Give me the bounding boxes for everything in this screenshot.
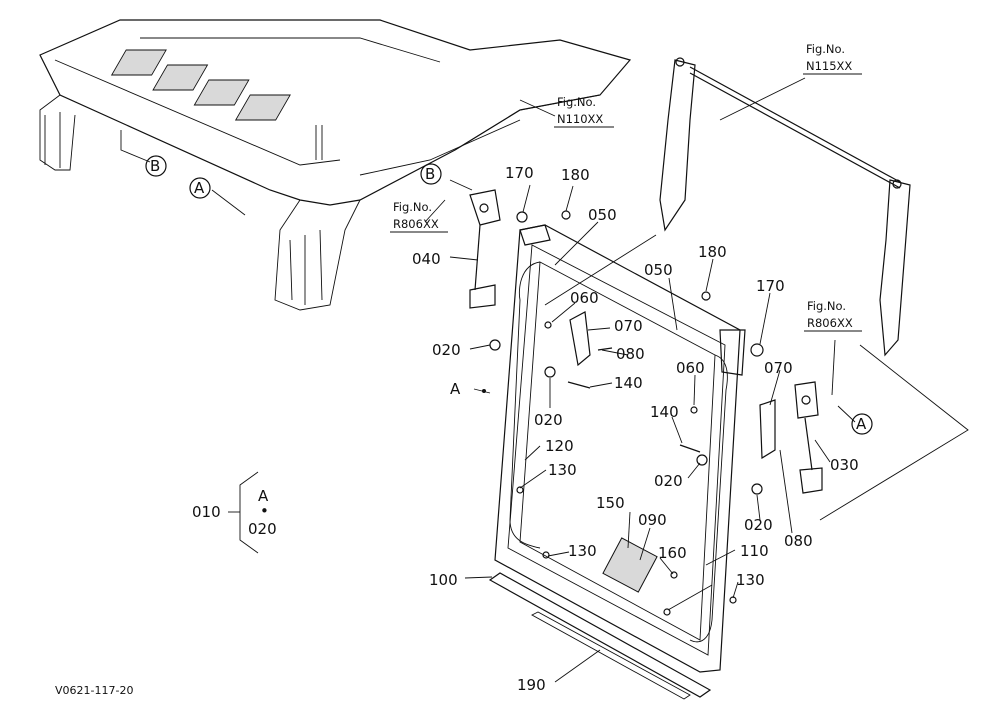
label-020-left-top: 020 — [432, 341, 461, 359]
bottom-sill-parts — [488, 572, 712, 700]
rear-window-frame — [494, 224, 746, 673]
kit-bracket-a: A — [258, 487, 269, 505]
fig-ref-r806-left-code: R806XX — [393, 217, 439, 231]
marker-circles: B A B A A — [145, 155, 873, 435]
label-080-right: 080 — [784, 532, 813, 550]
label-020-right-bottom: 020 — [744, 516, 773, 534]
fig-ref-n110-label: Fig.No. — [557, 95, 596, 109]
fig-ref-n110-code: N110XX — [557, 112, 603, 126]
cab-roof-frame — [39, 19, 632, 311]
label-070-left: 070 — [614, 317, 643, 335]
label-020-left-bottom: 020 — [534, 411, 563, 429]
marker-a-roof: A — [194, 179, 205, 197]
latch-right — [794, 381, 823, 494]
label-050-left: 050 — [588, 206, 617, 224]
label-130-bottom: 130 — [736, 571, 765, 589]
label-070-right: 070 — [764, 359, 793, 377]
label-010: 010 — [192, 503, 221, 521]
label-040: 040 — [412, 250, 441, 268]
label-190: 190 — [517, 676, 546, 694]
part-labels: 170 180 050 040 060 070 020 080 140 020 … — [412, 164, 859, 694]
label-050-right: 050 — [644, 261, 673, 279]
marker-a-frame: A — [450, 380, 461, 398]
label-140-left: 140 — [614, 374, 643, 392]
label-150: 150 — [596, 494, 625, 512]
label-130-mid: 130 — [568, 542, 597, 560]
drawing-code: V0621-117-20 — [55, 684, 133, 697]
label-100: 100 — [429, 571, 458, 589]
leader-lines — [120, 77, 969, 683]
fig-ref-r806-left-label: Fig.No. — [393, 200, 432, 214]
fig-ref-r806-right-code: R806XX — [807, 316, 853, 330]
label-180-left: 180 — [561, 166, 590, 184]
label-140-right: 140 — [650, 403, 679, 421]
kit-bracket-part: 020 — [248, 520, 277, 538]
label-020-right-top: 020 — [654, 472, 683, 490]
label-120: 120 — [545, 437, 574, 455]
label-170-left: 170 — [505, 164, 534, 182]
label-180-right: 180 — [698, 243, 727, 261]
figure-references: Fig.No. N115XX Fig.No. N110XX Fig.No. R8… — [390, 42, 862, 332]
latch-left — [469, 189, 501, 309]
fig-ref-n115-code: N115XX — [806, 59, 852, 73]
label-060-right: 060 — [676, 359, 705, 377]
fig-ref-r806-right-label: Fig.No. — [807, 299, 846, 313]
label-170-right: 170 — [756, 277, 785, 295]
label-060-left: 060 — [570, 289, 599, 307]
handle-right — [759, 399, 776, 460]
label-090: 090 — [638, 511, 667, 529]
fig-ref-n115-label: Fig.No. — [806, 42, 845, 56]
label-160: 160 — [658, 544, 687, 562]
fasteners — [489, 210, 764, 616]
marker-a-latch: A — [856, 415, 867, 433]
label-130-top: 130 — [548, 461, 577, 479]
marker-b-roof: B — [150, 157, 160, 175]
label-080-left: 080 — [616, 345, 645, 363]
label-110: 110 — [740, 542, 769, 560]
kit-bracket-dot: • — [260, 502, 269, 520]
rear-bar-assembly — [659, 57, 911, 357]
handle-left — [569, 311, 591, 367]
kit-bracket: 010 A • 020 — [192, 471, 277, 554]
marker-b-latch: B — [425, 165, 435, 183]
label-030: 030 — [830, 456, 859, 474]
